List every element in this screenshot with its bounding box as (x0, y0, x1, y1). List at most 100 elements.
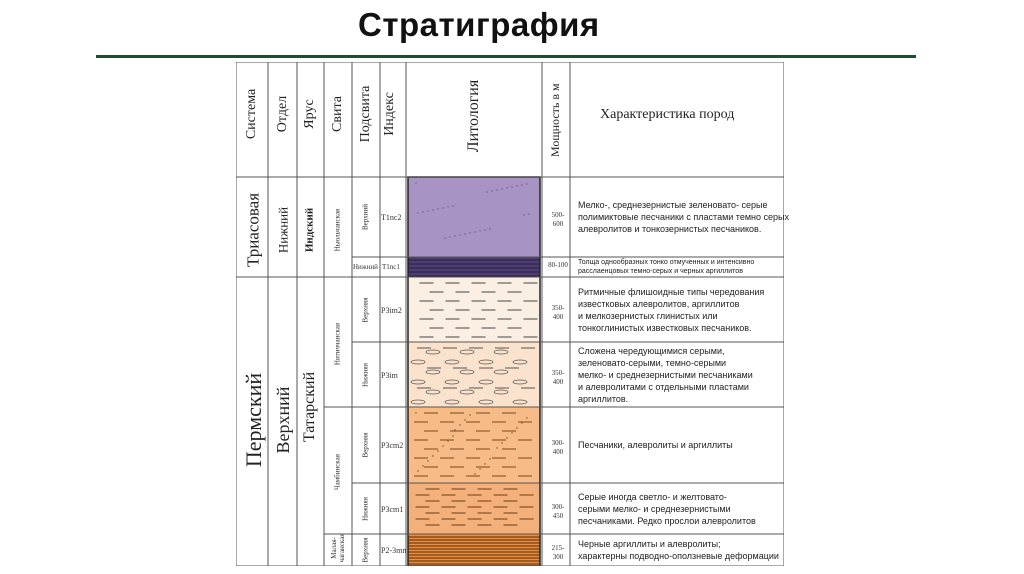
lithology-dot (521, 184, 523, 186)
layer-thickness: 300-450 (551, 502, 565, 520)
header-lithology: Литология (465, 79, 482, 153)
suite-malaya-chaganskaya: Малая-чаганская (330, 533, 346, 563)
lithology-dot (506, 437, 508, 439)
layer-thickness: 300-400 (551, 439, 565, 456)
system-permian: Пермский (241, 372, 266, 468)
lithology-dot (469, 414, 471, 416)
lithology-lens (425, 389, 441, 395)
layer-subsuite: Нижний (353, 263, 378, 271)
lithology-dot (484, 463, 486, 465)
lithology-lens (493, 389, 509, 395)
lithology-dot (486, 191, 488, 193)
lithology-dot (417, 470, 419, 472)
layer-thickness: 80-100 (548, 261, 568, 269)
lithology-dot (447, 206, 449, 208)
layer-index: P3cm2 (381, 441, 404, 450)
stage-indian: Индский (303, 207, 316, 253)
layer-description-line: Песчаники, алевролиты и аргиллиты (578, 440, 733, 450)
lithology-dot (479, 230, 481, 232)
lithology-dot (501, 442, 503, 444)
layer-description-line: песчаниками. Редко прослои алевролитов (578, 515, 756, 526)
layer-index: P3im2 (381, 305, 402, 315)
lithology-dot (464, 419, 466, 421)
table-grid (236, 62, 784, 566)
header-system: Система (244, 88, 259, 140)
lithology-dot (437, 208, 439, 210)
lithology-lens (459, 389, 475, 395)
layer-description-line: Мелко-, среднезернистые зеленовато- серы… (578, 200, 768, 210)
lithology-dot (452, 435, 454, 437)
page-title: Стратиграфия (358, 6, 600, 43)
suite-nyulchanskaya: Ньюльчанская (333, 208, 342, 252)
layer-index: P2-3mn (381, 546, 407, 555)
layer-description-line: зеленовато-серыми, темно-серыми (578, 357, 727, 368)
layer-description-line: мелко- и среднезернистыми песчаниками (578, 369, 753, 380)
layer-subsuite: Верхняя (361, 432, 370, 458)
layer-description-line: Черные аргиллиты и алевролиты; (578, 539, 721, 549)
layer-description-line: Сложена чередующимися серыми, (578, 345, 725, 356)
lithology-dot (496, 189, 498, 191)
lithology-lens (493, 349, 509, 355)
lithology-lens (478, 399, 494, 405)
layer-description-line: расслаенцовых темно-серых и черных аргил… (578, 268, 743, 275)
lithology-dot (422, 465, 424, 467)
lithology-dot (432, 209, 434, 211)
lithology-lens (410, 359, 426, 365)
layer-description-line: полимиктовые песчаники с пластами темно … (578, 212, 789, 222)
suite-nitichchanskaya: Нитиччанская (333, 322, 342, 366)
lithology-dot (432, 455, 434, 457)
lithology-dot (528, 213, 530, 215)
lithology-dot (511, 432, 513, 434)
layer-subsuite: Верхняя (361, 297, 370, 322)
header-suite: Свита (330, 96, 345, 132)
layer-subsuite: Нижняя (361, 496, 370, 521)
title-underline (96, 55, 916, 58)
lithology-dot (459, 424, 461, 426)
lithology-lens (410, 379, 426, 385)
stage-tatarian: Татарский (301, 371, 318, 443)
lithology-dot (415, 412, 417, 414)
lithology-dot (479, 468, 481, 470)
lithology-dot (437, 450, 439, 452)
lithology-dot (469, 232, 471, 234)
layer-subsuite: Верхний (361, 203, 370, 231)
layer-description-line: и алевролитами с отдельными пластами (578, 381, 749, 392)
lithology-dot (427, 460, 429, 462)
lithology-lens (459, 349, 475, 355)
lithology-lens (512, 379, 528, 385)
lithology-lens (444, 379, 460, 385)
layer-description-line: алевролитов и тонкозернистых песчаников. (578, 224, 762, 234)
division-upper: Верхний (273, 386, 293, 454)
lithology-dot (496, 447, 498, 449)
header-index: Индекс (382, 92, 397, 136)
lithology-dot (444, 237, 446, 239)
header-thickness: Мощность в м (548, 83, 562, 157)
lithology-dot (422, 211, 424, 213)
lithology-dot (454, 429, 456, 431)
lithology-dot (489, 228, 491, 230)
lithology-dot (506, 187, 508, 189)
layer-description-line: Ритмичные флишоидные типы чередования (578, 286, 765, 297)
lithology-dot (489, 458, 491, 460)
lithology-dot (427, 210, 429, 212)
layer-description-line: аргиллитов. (578, 393, 629, 404)
lithology-lens (478, 379, 494, 385)
lithology-dot (415, 182, 417, 184)
layer-subsuite: Нижняя (361, 362, 370, 387)
header-subsuite: Подсвита (358, 85, 373, 143)
lithology-lens (425, 369, 441, 375)
lithology-dot (417, 212, 419, 214)
stratigraphy-table: Система Отдел Ярус Свита Подсвита Индекс… (236, 62, 789, 566)
lithology-lens (493, 369, 509, 375)
lithology-lens (478, 359, 494, 365)
lithology-layer (408, 407, 540, 483)
lithology-dot (516, 185, 518, 187)
lithology-lens (410, 399, 426, 405)
layer-thickness: 215-300 (551, 544, 565, 561)
layer-description-line: Серые иногда светло- и желтовато- (578, 491, 727, 502)
lithology-dot (501, 188, 503, 190)
lithology-lens (444, 399, 460, 405)
lithology-dot (474, 231, 476, 233)
layer-index: P3cm1 (381, 504, 404, 514)
lithology-dot (442, 207, 444, 209)
